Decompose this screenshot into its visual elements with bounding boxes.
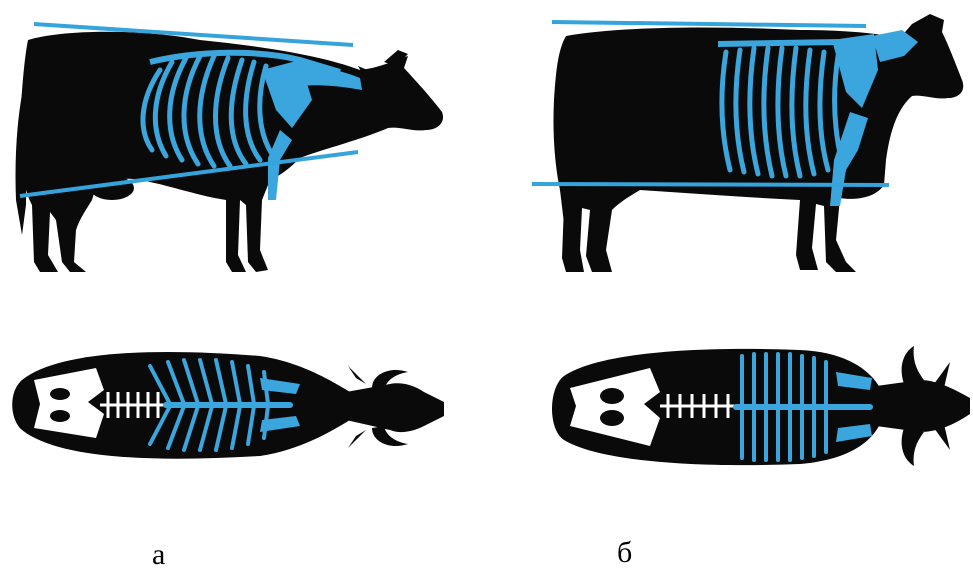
cow-a-top-ear-lower [348, 430, 366, 448]
panel-a-caption: а [152, 540, 165, 570]
cow-b-top-head [876, 380, 970, 432]
panel-a-top-view [12, 352, 444, 459]
cow-a-top-head [346, 383, 444, 432]
cow-b-top-horn-lower [902, 428, 924, 466]
panel-b-top-view [552, 346, 970, 466]
guide-line-b-top [552, 22, 866, 26]
panel-a-side-view [16, 24, 444, 272]
cow-a-top-ear-upper [348, 366, 366, 384]
cow-b-top-ear-upper [934, 362, 950, 388]
guide-line-b-bottom [532, 184, 889, 185]
panel-b-side-view [532, 14, 963, 272]
cow-a-body-silhouette [20, 32, 443, 272]
cow-b-top-horn-upper [902, 346, 924, 384]
panel-b-caption: б [617, 538, 632, 568]
cow-b-top-ear-lower [934, 424, 950, 450]
